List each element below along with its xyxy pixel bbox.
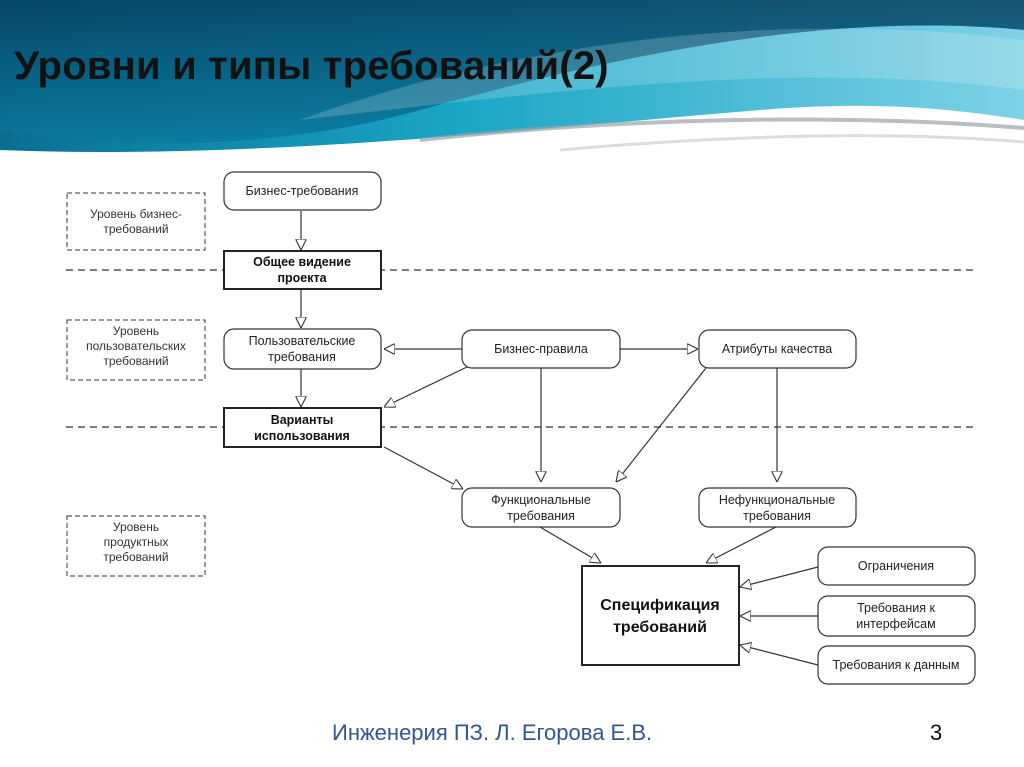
svg-text:Ограничения: Ограничения [858,559,934,573]
node-constraints: Ограничения [817,546,976,586]
level-label-line: Уровень [113,520,159,534]
node-business-rules: Бизнес-правила [461,329,621,369]
level-label-line: Уровень [113,324,159,338]
node-use-cases: Варианты использования [223,407,382,448]
level-label-line: требований [103,354,168,368]
node-label-line: Бизнес-требования [246,184,359,198]
node-user-requirements: Пользовательские требования [223,328,382,370]
arrow-functional-to-spec [539,526,601,563]
svg-text:Атрибуты качества: Атрибуты качества [722,342,832,356]
slide-title: Уровни и типы требований(2) [14,44,609,88]
node-label-line: Спецификация [600,597,720,614]
node-interface-requirements: Требования к интерфейсам [817,595,976,637]
arrow-nonfunctional-to-spec [706,526,777,563]
node-label-line: Пользовательские [249,334,356,348]
connectors [301,211,819,666]
node-label-line: требования [268,350,336,364]
node-project-vision: Общее видение проекта [223,250,382,290]
node-nonfunctional-requirements: Нефункциональные требования [698,487,857,528]
svg-text:Бизнес-правила: Бизнес-правила [494,342,588,356]
node-label-line: Ограничения [858,559,934,573]
node-requirements-specification: Спецификация требований [581,565,740,666]
slide-number: 3 [930,720,943,745]
node-label-line: проекта [277,271,327,285]
level-label-line: требований [103,550,168,564]
node-functional-requirements: Функциональные требования [461,487,621,528]
node-label-line: Функциональные [491,493,591,507]
node-label-line: Требования к данным [833,658,960,672]
node-label-line: Нефункциональные [719,493,835,507]
level-label-line: требований [103,222,168,236]
arrow-constraints-to-spec [740,566,819,587]
node-label-line: требования [507,509,575,523]
header-background [0,0,1024,170]
node-label-line: Варианты [271,413,334,427]
node-data-requirements: Требования к данным [817,645,976,685]
node-label-line: требований [613,619,707,636]
node-label-line: Бизнес-правила [494,342,588,356]
level-label-line: пользовательских [86,339,186,353]
arrow-usecases-to-functional [383,446,463,489]
svg-text:Требования к данным: Требования к данным [833,658,960,672]
arrow-rules-to-usecases [384,365,470,407]
level-label-line: продуктных [104,535,169,549]
node-business-requirements: Бизнес-требования [223,171,382,211]
level-label-line: Уровень бизнес- [90,207,182,221]
node-label-line: Общее видение [253,255,351,269]
node-label-line: использования [254,429,350,443]
node-label-line: требования [743,509,811,523]
arrow-quality-to-functional [616,367,707,482]
node-label-line: интерфейсам [856,617,935,631]
footer-text: Инженерия ПЗ. Л. Егорова Е.В. [332,720,653,745]
arrow-data-to-spec [740,645,819,666]
node-quality-attributes: Атрибуты качества [698,329,857,369]
node-label-line: Атрибуты качества [722,342,832,356]
level-box-business: Уровень бизнес-требований [66,192,206,251]
svg-text:Уровень бизнес-требований: Уровень бизнес-требований [90,207,182,236]
svg-text:Бизнес-требования: Бизнес-требования [246,184,359,198]
node-label-line: Требования к [857,601,935,615]
